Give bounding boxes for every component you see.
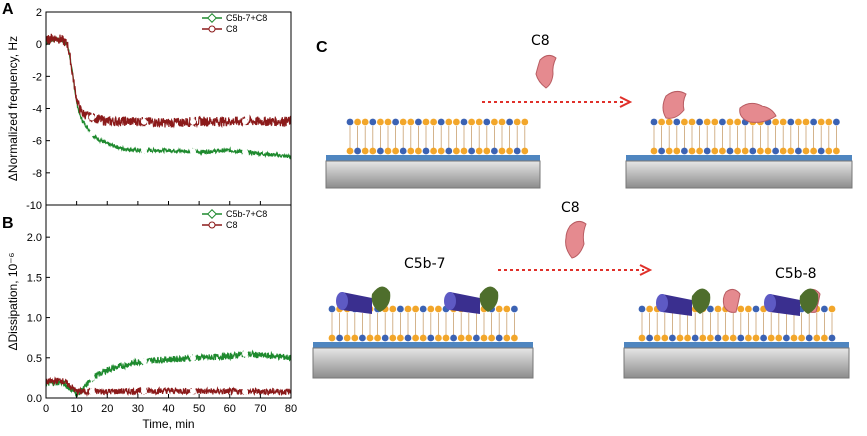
substrate-top-right <box>625 155 853 189</box>
y-tick-label-b-3: 1.5 <box>27 272 42 284</box>
legend-marker-a-1 <box>208 25 216 33</box>
schematic-c: C8 C8 C5b-7 C5b-8 <box>312 33 853 379</box>
x-tick-label-b-8: 80 <box>285 403 297 415</box>
y-tick-label-a-4: -6 <box>32 136 42 148</box>
y-axis-label-b: ΔDissipation, 10⁻⁶ <box>6 252 20 350</box>
series-marker-a-0-3 <box>242 148 249 155</box>
series-marker-a-1-2 <box>190 118 196 125</box>
c8-protein-bottom <box>565 220 587 259</box>
legend-marker-b-0 <box>207 209 217 219</box>
x-tick-label-b-2: 20 <box>101 403 113 415</box>
series-marker-a-0-0 <box>88 130 95 137</box>
y-axis-label-a: ΔNormalized frequency, Hz <box>6 36 20 181</box>
x-axis-label-b: Time, min <box>142 417 194 431</box>
series-line-b-1 <box>45 376 292 397</box>
y-tick-label-a-3: -4 <box>32 104 42 116</box>
c5b7-complex-2 <box>444 286 499 314</box>
series-marker-b-1-3 <box>242 388 249 395</box>
chart-a-frequency: 2 0 -2 -4 -6 -8 -10 ΔNormalized frequency, Hz C5… <box>6 7 292 212</box>
series-marker-a-1-0 <box>88 114 95 121</box>
c5b8-complex-2 <box>764 288 819 316</box>
series-marker-b-0-3 <box>242 350 249 357</box>
plot-frame-a <box>45 11 292 206</box>
panel-label-c: C <box>316 39 328 56</box>
series-marker-a-1-1 <box>141 118 147 125</box>
substrate-bottom-right <box>623 342 850 379</box>
x-tick-label-b-1: 10 <box>71 403 83 415</box>
substrate-top-left <box>325 155 541 189</box>
y-tick-label-b-1: 0.5 <box>27 353 42 365</box>
chart-b-dissipation: 0.0 0.5 1.0 1.5 2.0 0 10 20 30 40 50 60 70 80 ΔDissipa… <box>6 204 297 431</box>
panel-label-a: A <box>2 1 14 18</box>
label-c5b7: C5b-7 <box>404 256 446 272</box>
y-tick-label-a-6: -10 <box>26 200 42 212</box>
panel-label-b: B <box>2 215 14 232</box>
y-tick-label-a-1: 0 <box>36 39 42 51</box>
c5b7-complex-1 <box>336 286 391 314</box>
label-c8-top: C8 <box>531 33 550 49</box>
series-marker-a-0-2 <box>190 148 196 155</box>
c5b8-complex-1 <box>656 288 711 316</box>
label-c8-bottom: C8 <box>561 200 580 216</box>
y-tick-label-b-0: 0.0 <box>27 393 42 405</box>
y-tick-label-a-2: -2 <box>32 71 42 83</box>
x-tick-label-b-3: 30 <box>132 403 144 415</box>
arrow-top <box>482 96 633 108</box>
lipid-bilayer-top-left <box>346 118 529 155</box>
arrow-bottom <box>498 264 653 276</box>
legend-label-a-1: C8 <box>226 24 238 34</box>
series-line-a-0 <box>45 36 292 161</box>
series-marker-b-1-2 <box>190 388 196 395</box>
y-tick-label-b-2: 1.0 <box>27 313 42 325</box>
series-marker-b-1-1 <box>141 388 147 395</box>
substrate-bottom-left <box>312 342 534 379</box>
legend-label-b-1: C8 <box>226 220 238 230</box>
c8-protein-bound-3 <box>722 288 741 313</box>
legend-label-b-0: C5b-7+C8 <box>226 209 267 219</box>
series-marker-b-0-2 <box>190 355 196 362</box>
series-line-a-1 <box>45 33 292 129</box>
label-c5b8: C5b-8 <box>775 266 817 282</box>
series-marker-b-1-0 <box>88 388 95 395</box>
legend-marker-a-0 <box>207 13 217 23</box>
series-line-b-0 <box>45 349 292 399</box>
x-tick-label-b-6: 60 <box>224 403 236 415</box>
x-tick-label-b-4: 40 <box>162 403 174 415</box>
y-tick-label-b-4: 2.0 <box>27 232 42 244</box>
legend-label-a-0: C5b-7+C8 <box>226 13 267 23</box>
x-tick-label-b-5: 50 <box>193 403 205 415</box>
lipid-bilayer-top-right <box>650 118 840 155</box>
series-marker-b-0-1 <box>141 358 147 365</box>
series-marker-a-1-3 <box>242 118 249 125</box>
c8-protein-top <box>535 54 557 89</box>
plot-frame-b <box>45 204 292 399</box>
y-tick-label-a-5: -8 <box>32 168 42 180</box>
c8-protein-bound-1 <box>662 90 687 119</box>
legend-marker-b-1 <box>208 221 216 229</box>
series-marker-b-0-0 <box>88 374 95 381</box>
series-marker-a-0-1 <box>141 147 147 154</box>
c8-protein-bound-2 <box>739 102 777 123</box>
y-tick-label-a-0: 2 <box>36 7 42 19</box>
x-tick-label-b-7: 70 <box>254 403 266 415</box>
x-tick-label-b-0: 0 <box>43 403 49 415</box>
